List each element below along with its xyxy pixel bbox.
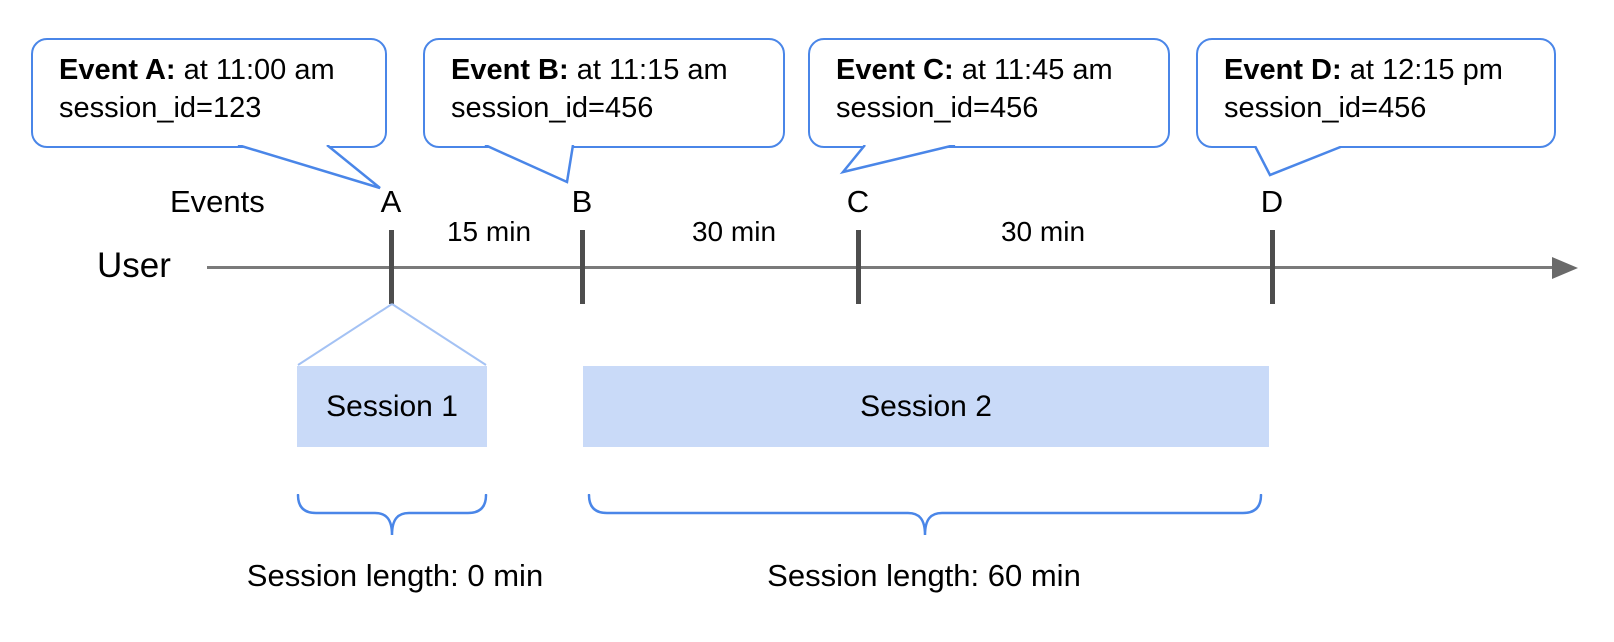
callout-event-a: Event A: at 11:00 am session_id=123	[31, 38, 387, 148]
callout-event-d-tail-icon	[1253, 146, 1344, 177]
event-d-title: Event D:	[1224, 54, 1342, 86]
event-d-tick	[1270, 230, 1275, 304]
callout-event-b-tail-icon	[484, 145, 575, 184]
session-1-length-label: Session length: 0 min	[246, 558, 544, 593]
user-row-label: User	[97, 246, 171, 285]
session-1-brace-icon	[296, 494, 488, 536]
event-c-title: Event C:	[836, 54, 954, 86]
event-a-tick	[389, 230, 394, 304]
session-2-brace-icon	[587, 494, 1263, 536]
callout-event-c: Event C: at 11:45 am session_id=456	[808, 38, 1170, 148]
event-c-tick	[856, 230, 861, 304]
callout-event-d-line1: Event D: at 12:15 pm	[1224, 51, 1554, 89]
timeline-axis	[207, 266, 1556, 269]
interval-c-d-label: 30 min	[1000, 216, 1086, 247]
session-2-bar: Session 2	[583, 366, 1269, 447]
callout-event-d: Event D: at 12:15 pm session_id=456	[1196, 38, 1556, 148]
event-d-session-id: session_id=456	[1224, 92, 1427, 124]
event-a-title: Event A:	[59, 54, 176, 86]
callout-event-a-line1: Event A: at 11:00 am	[59, 51, 385, 89]
event-c-session-id: session_id=456	[836, 92, 1039, 124]
event-c-marker-label: C	[846, 184, 870, 219]
event-b-time: at 11:15 am	[568, 54, 728, 86]
events-row-label: Events	[170, 184, 265, 219]
callout-event-c-tail-icon	[839, 145, 956, 175]
callout-event-b-line1: Event B: at 11:15 am	[451, 51, 783, 89]
callout-event-c-line1: Event C: at 11:45 am	[836, 51, 1168, 89]
event-a-session-id: session_id=123	[59, 92, 262, 124]
event-c-time: at 11:45 am	[953, 54, 1113, 86]
event-b-session-id: session_id=456	[451, 92, 654, 124]
event-b-marker-label: B	[571, 184, 593, 219]
interval-b-c-label: 30 min	[691, 216, 777, 247]
event-d-marker-label: D	[1260, 184, 1284, 219]
event-b-tick	[580, 230, 585, 304]
session-2-label: Session 2	[860, 390, 992, 423]
timeline-arrowhead-icon	[1552, 257, 1578, 279]
session-1-bar: Session 1	[297, 366, 487, 447]
session-2-length-label: Session length: 60 min	[767, 558, 1081, 593]
event-a-marker-label: A	[380, 184, 402, 219]
session1-expansion-lines-icon	[297, 303, 487, 366]
session-1-label: Session 1	[326, 390, 458, 423]
interval-a-b-label: 15 min	[446, 216, 532, 247]
event-d-time: at 12:15 pm	[1341, 54, 1503, 86]
callout-event-b: Event B: at 11:15 am session_id=456	[423, 38, 785, 148]
event-a-time: at 11:00 am	[175, 54, 335, 86]
event-b-title: Event B:	[451, 54, 569, 86]
